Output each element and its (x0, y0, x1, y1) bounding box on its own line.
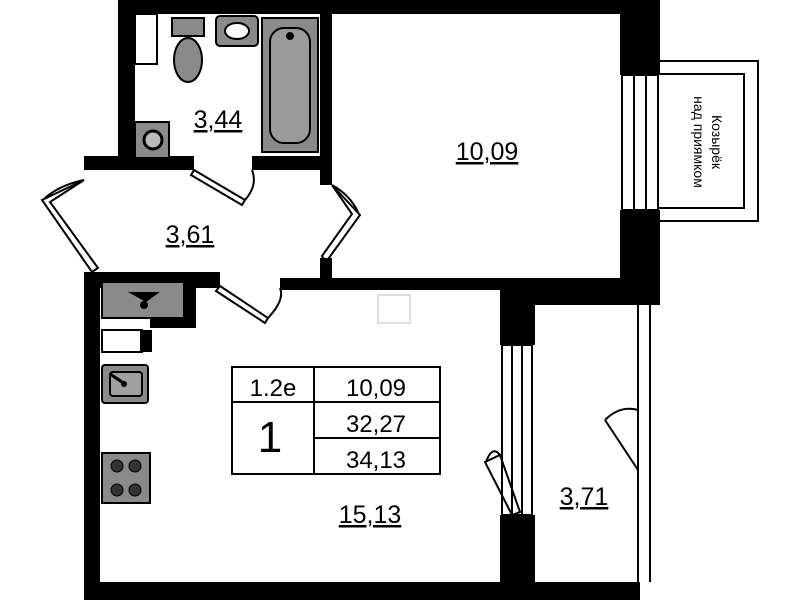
faint-mark (377, 294, 411, 324)
bathroom-left-wall (118, 0, 135, 170)
living-bottom-wall (280, 278, 660, 290)
bathroom-bottom-wall-right (252, 156, 332, 170)
kitchen-balcony-wall-bottom (500, 515, 535, 585)
kitchen-area: 15,13 (339, 501, 402, 529)
outer-left-wall (84, 272, 100, 600)
living-right-wall-top (620, 0, 660, 75)
summary-table: 1.2e 1 10,09 32,27 34,13 (231, 366, 441, 475)
bathroom-door (189, 168, 247, 207)
hall-entrance-left (40, 179, 100, 274)
room-labels: 3,44 10,09 3,61 15,13 3,71 (166, 106, 609, 529)
kitchen-window (501, 344, 533, 516)
canopy-label-line1: Козырёк (709, 115, 725, 170)
total-area-with-balcony-value: 34,13 (346, 447, 406, 474)
balcony-top-wall (500, 290, 660, 305)
apartment-type-code: 1.2e (250, 375, 297, 402)
living-area-value: 10,09 (346, 375, 406, 402)
balcony-door (483, 453, 522, 517)
canopy-label-line2: над приямком (691, 96, 707, 188)
walls (84, 0, 660, 600)
total-area-value: 32,27 (346, 411, 406, 438)
living-window (621, 74, 659, 211)
room-count: 1 (258, 413, 282, 462)
kitchen-balcony-wall-top (500, 290, 535, 345)
outer-bottom-wall (84, 582, 640, 600)
toilet-icon (173, 37, 203, 83)
kitchen-door (214, 284, 270, 325)
counter (101, 329, 143, 353)
living-door (320, 184, 362, 264)
bathroom-living-wall (320, 0, 332, 185)
toilet-tank-icon (171, 17, 205, 37)
hallway-area: 3,61 (166, 221, 215, 249)
windows (501, 74, 659, 582)
top-wall (118, 0, 658, 14)
kitchen-fixtures (101, 281, 411, 504)
doors (40, 168, 639, 517)
bathroom-bottom-wall-left (84, 156, 194, 170)
bathroom-area: 3,44 (194, 106, 243, 134)
living-room-area: 10,09 (456, 138, 519, 166)
shelf (134, 13, 158, 65)
canopy: Козырёк над приямком (657, 60, 759, 222)
stove-icon (101, 452, 151, 504)
balcony-swing-door (604, 407, 639, 471)
balcony-area: 3,71 (560, 483, 609, 511)
bathroom-fixtures (134, 13, 319, 159)
